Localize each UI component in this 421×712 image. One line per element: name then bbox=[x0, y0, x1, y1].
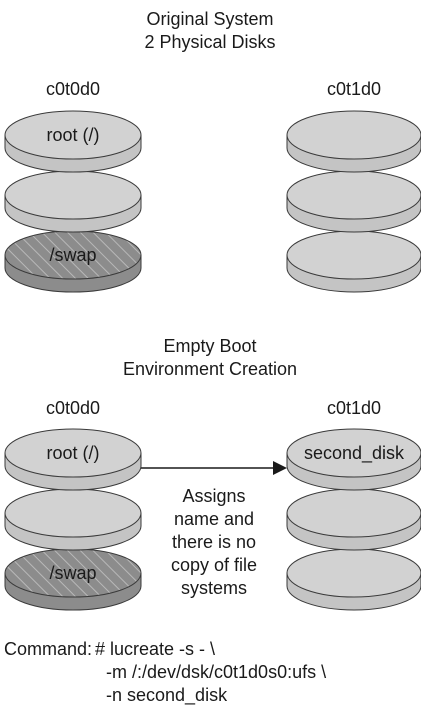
disk-slice-1 bbox=[286, 110, 421, 173]
disk-stack-left-2 bbox=[4, 428, 142, 611]
disk-label-left-2: c0t0d0 bbox=[45, 398, 101, 418]
section2-title-line1: Empty Boot bbox=[163, 336, 257, 356]
section2-title-line2: Environment Creation bbox=[122, 359, 298, 379]
disk-label-right-1: c0t1d0 bbox=[326, 79, 382, 99]
note-line: Assigns bbox=[182, 486, 246, 506]
disk-stack-right-2 bbox=[286, 428, 421, 611]
disk-stack-right-1 bbox=[286, 110, 421, 293]
disk-slice-middle bbox=[4, 488, 142, 551]
disk-slice-root bbox=[4, 428, 142, 491]
slice-label-root-2: root (/) bbox=[46, 443, 100, 463]
disk-slice-3 bbox=[286, 230, 421, 293]
disk-slice-2 bbox=[286, 170, 421, 233]
command-label: Command: bbox=[4, 639, 93, 659]
disk-stack-left-1 bbox=[4, 110, 142, 293]
disk-slice-middle bbox=[4, 170, 142, 233]
assign-arrow bbox=[141, 461, 287, 475]
disk-slice-root bbox=[4, 110, 142, 173]
section1-title-line1: Original System bbox=[146, 9, 274, 29]
note-line: name and bbox=[173, 509, 255, 529]
disk-slice-2 bbox=[286, 488, 421, 551]
disk-slice-swap bbox=[4, 548, 142, 611]
note-line: copy of file bbox=[170, 555, 258, 575]
disk-label-right-2: c0t1d0 bbox=[326, 398, 382, 418]
note-line: there is no bbox=[171, 532, 257, 552]
command-line-1: # lucreate -s - \ bbox=[95, 639, 216, 659]
disk-label-left-1: c0t0d0 bbox=[45, 79, 101, 99]
disk-slice-3 bbox=[286, 548, 421, 611]
slice-label-swap-1: /swap bbox=[49, 245, 97, 265]
disk-slice-second-disk bbox=[286, 428, 421, 491]
slice-label-swap-2: /swap bbox=[49, 563, 97, 583]
section1-title-line2: 2 Physical Disks bbox=[144, 32, 276, 52]
command-line-2: -m /:/dev/dsk/c0t1d0s0:ufs \ bbox=[106, 662, 327, 682]
command-line-3: -n second_disk bbox=[106, 685, 228, 705]
note-line: systems bbox=[180, 578, 248, 598]
slice-label-root-1: root (/) bbox=[46, 125, 100, 145]
slice-label-second-disk: second_disk bbox=[303, 443, 405, 463]
